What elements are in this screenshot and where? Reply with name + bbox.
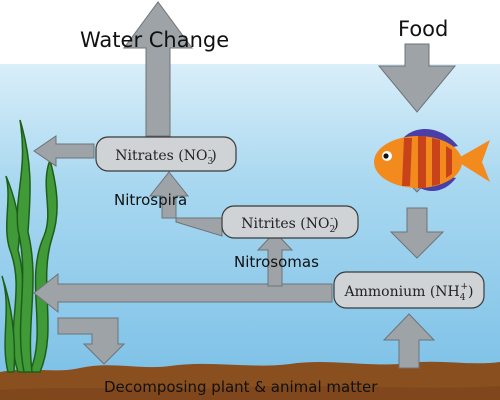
fish-pupil [383,153,389,159]
fish-stripes [402,136,452,188]
food-label: Food [398,17,448,41]
nitrates-box: Nitrates (NO3-) [95,136,237,172]
nitrites-box: Nitrites (NO2-) [221,205,359,239]
seaweed-stalk-4 [1,275,16,373]
nitrates-box-bg [95,136,237,172]
ammonium-box: Ammonium (NH4+) [333,271,485,309]
arrow-nitrites-to-nitrates [148,171,223,237]
nitrospira-label: Nitrospira [114,191,187,209]
arrow-decomposition-up [382,313,436,369]
fish-stripe-3 [432,138,440,186]
arrow-ammonium-to-nitrites [256,231,294,287]
substrate-shadow [0,385,500,400]
nitrates-label: Nitrates (NO3-) [115,146,216,167]
decomposing-label: Decomposing plant & animal matter [104,378,378,396]
arrow-nitrates-to-plants [33,135,95,167]
arrow-food [377,43,457,113]
ammonium-label: Ammonium (NH4+) [344,282,474,303]
arrow-plants-to-decomposition [57,317,126,365]
arrow-ammonium-to-plants [33,272,333,314]
water-change-label: Water Change [80,28,229,52]
seaweed-stalk-3 [16,119,34,373]
fish-stripe-2 [418,136,426,188]
arrow-to-ammonium [389,207,445,259]
fish-stripe-4 [446,146,452,178]
fish-stripe-1 [402,138,412,186]
arrow-water-change [123,1,193,137]
fish-icon [374,128,490,192]
ammonium-box-bg [333,271,485,309]
nitrites-label: Nitrites (NO2-) [241,214,339,235]
nitrosomas-label: Nitrosomas [234,253,319,271]
nitrites-box-bg [221,205,359,239]
substrate [0,361,500,400]
seaweed-icon [1,119,58,373]
arrows [33,1,457,369]
fish-tail [455,140,490,182]
